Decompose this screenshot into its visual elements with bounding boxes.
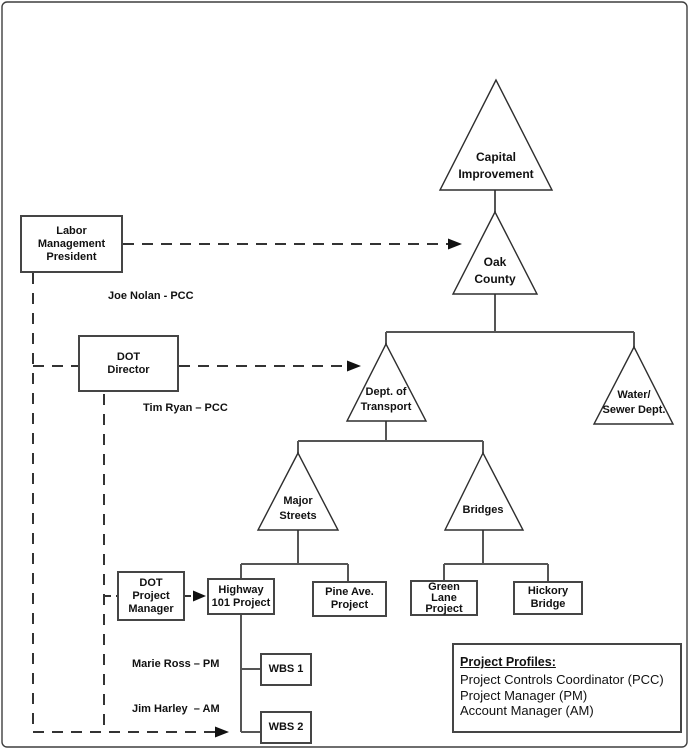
label-line: Project: [425, 602, 463, 615]
label-line: 101 Project: [211, 596, 271, 609]
hickory-bridge-box: Hickory Bridge: [513, 581, 583, 615]
dept-of-transport-label: Dept. of Transport: [361, 385, 412, 415]
legend-item-pcc: Project Controls Coordinator (PCC): [460, 672, 664, 687]
annotation-jim-harley: Jim Harley – AM: [132, 703, 220, 715]
labor-management-president-box: Labor Management President: [20, 215, 123, 273]
wbs1-box: WBS 1: [260, 653, 312, 686]
label-line: Capital: [475, 150, 517, 164]
water-sewer-dept-label: Water/ Sewer Dept.: [603, 388, 666, 418]
label-line: Highway: [218, 583, 264, 596]
major-streets-label: Major Streets: [279, 494, 316, 524]
annotation-marie-jim: Marie Ross – PM Jim Harley – AM: [132, 627, 220, 747]
arrowhead-oak-county: [448, 238, 462, 250]
label-line: Water/: [617, 389, 651, 401]
label-line: DOT: [116, 350, 141, 363]
label-line: Dept. of: [365, 386, 407, 398]
label-line: Management: [37, 237, 106, 250]
capital-improvement-triangle: [438, 78, 554, 191]
bridges-triangle: [443, 451, 525, 531]
label-line: WBS 2: [268, 721, 304, 733]
arrowhead-dept-transport: [347, 360, 361, 372]
dept-of-transport-triangle: [345, 342, 428, 422]
pine-ave-project-box: Pine Ave. Project: [312, 581, 387, 617]
dot-director-box: DOT Director: [78, 335, 179, 392]
legend-item-am: Account Manager (AM): [460, 703, 594, 718]
label-line: Labor: [56, 224, 87, 237]
green-lane-project-box: Green Lane Project: [410, 580, 478, 616]
label-line: Project: [132, 589, 170, 602]
label-line: Sewer Dept.: [602, 404, 666, 416]
major-streets-triangle: [256, 451, 340, 531]
label-line: Pine Ave.: [325, 586, 374, 598]
label-line: Manager: [128, 602, 174, 615]
tree-connectors: [240, 190, 635, 733]
label-line: Transport: [360, 401, 412, 413]
oak-county-label: Oak County: [474, 254, 515, 288]
label-line: Green: [428, 580, 460, 593]
arrowhead-highway-101: [193, 590, 206, 602]
label-line: Bridges: [462, 504, 504, 516]
label-line: Streets: [279, 510, 317, 522]
annotation-marie-ross: Marie Ross – PM: [132, 658, 220, 670]
annotation-tim-ryan: Tim Ryan – PCC: [143, 402, 228, 414]
label-line: Director: [107, 363, 150, 376]
dot-project-manager-box: DOT Project Manager: [117, 571, 185, 621]
diagram-frame: [1, 1, 688, 748]
water-sewer-dept-triangle: [592, 345, 675, 425]
oak-county-triangle: [451, 210, 539, 295]
label-line: Improvement: [458, 167, 534, 181]
bridges-label: Bridges: [463, 503, 504, 518]
label-line: Major: [283, 495, 313, 507]
label-line: Bridge: [530, 598, 566, 610]
label-line: WBS 1: [268, 663, 304, 675]
highway-101-project-box: Highway 101 Project: [207, 578, 275, 615]
label-line: Lane: [431, 591, 457, 604]
annotation-joe-nolan: Joe Nolan - PCC: [108, 290, 194, 302]
wbs2-box: WBS 2: [260, 711, 312, 744]
capital-improvement-label: Capital Improvement: [458, 149, 533, 183]
arrowhead-wbs2: [215, 726, 229, 738]
label-line: President: [46, 250, 97, 263]
legend-title: Project Profiles:: [460, 655, 556, 669]
legend-box: Project Profiles: Project Controls Coord…: [452, 643, 682, 733]
label-line: Hickory: [527, 585, 569, 597]
label-line: County: [474, 272, 516, 286]
label-line: Project: [330, 599, 369, 611]
label-line: Oak: [483, 255, 507, 269]
label-line: DOT: [139, 576, 163, 589]
legend-item-pm: Project Manager (PM): [460, 687, 588, 703]
